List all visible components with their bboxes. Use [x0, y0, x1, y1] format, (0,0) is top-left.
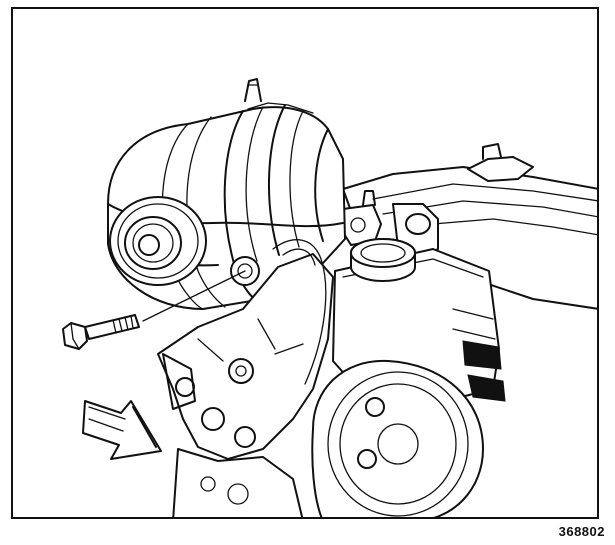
lower-housing — [172, 448, 304, 517]
direction-arrow — [82, 400, 162, 460]
figure-number: 368802 — [558, 524, 605, 539]
intake-manifold — [342, 143, 597, 310]
reservoir-cap — [350, 238, 416, 282]
engine-illustration — [62, 78, 597, 517]
generator-bolt — [62, 314, 140, 350]
power-steering-pump-pulley — [311, 359, 484, 517]
illustration-frame — [11, 7, 599, 519]
mounting-bracket — [157, 239, 334, 460]
bolt-alignment-line — [142, 270, 246, 322]
generator-pulley — [109, 196, 207, 286]
